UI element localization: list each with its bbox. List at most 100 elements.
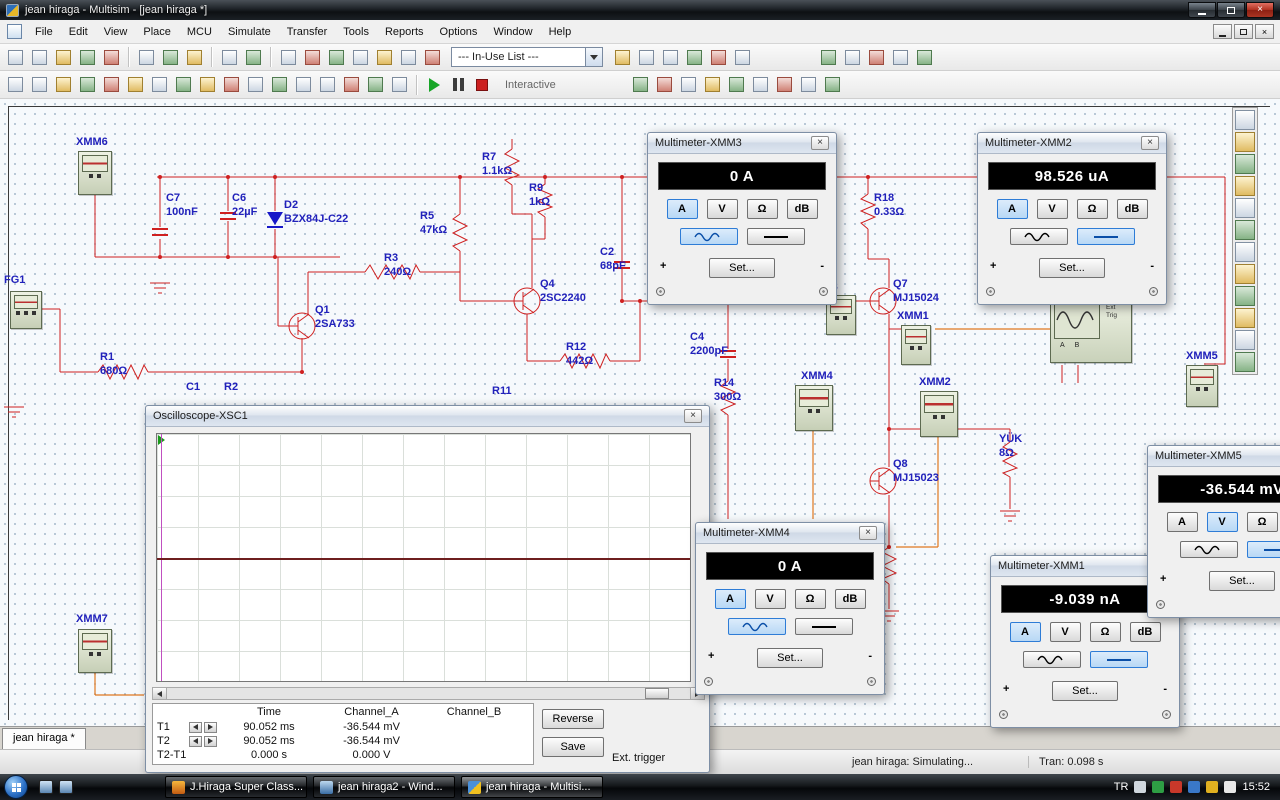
ampere-button[interactable]: A xyxy=(1167,512,1198,532)
palette-icon[interactable] xyxy=(1235,242,1255,262)
place-hierarchical-icon[interactable] xyxy=(364,74,386,96)
palette-icon[interactable] xyxy=(1235,110,1255,130)
plus-jack-icon[interactable] xyxy=(704,677,713,686)
component-R7[interactable]: R7 1.1kΩ xyxy=(482,150,512,179)
ohm-button[interactable]: Ω xyxy=(795,589,826,609)
menu-reports[interactable]: Reports xyxy=(377,22,432,42)
component-XMM7[interactable]: XMM7 xyxy=(76,612,108,626)
ac-mode-button[interactable] xyxy=(680,228,738,245)
zoom-in-icon[interactable] xyxy=(817,46,839,68)
multimeter-titlebar[interactable]: Multimeter-XMM5× xyxy=(1148,446,1280,467)
xmm1-instrument-icon[interactable] xyxy=(901,325,931,365)
place-indicator-icon[interactable] xyxy=(220,74,242,96)
palette-icon[interactable] xyxy=(1235,330,1255,350)
component-R11[interactable]: R11 xyxy=(492,384,512,398)
dc-mode-button[interactable] xyxy=(1090,651,1148,668)
volt-button[interactable]: V xyxy=(755,589,786,609)
component-XMM1[interactable]: XMM1 xyxy=(897,309,929,323)
component-YUK[interactable]: YÜK 8Ω xyxy=(999,432,1022,461)
xmm6-instrument-icon[interactable] xyxy=(78,151,112,195)
open-icon[interactable] xyxy=(28,46,50,68)
t1-left-arrow[interactable] xyxy=(189,722,202,733)
decibel-button[interactable]: dB xyxy=(787,199,818,219)
in-use-list-dropdown[interactable]: --- In-Use List --- xyxy=(451,47,603,67)
set-button[interactable]: Set... xyxy=(757,648,823,668)
place-misc-digital-icon[interactable] xyxy=(172,74,194,96)
mdi-restore-icon[interactable] xyxy=(1234,24,1253,39)
zoom-magnify-icon[interactable] xyxy=(913,46,935,68)
logic-analyzer-tool-icon[interactable] xyxy=(798,74,820,96)
create-component-icon[interactable] xyxy=(373,46,395,68)
component-R2[interactable]: R2 xyxy=(224,380,238,394)
menu-tools[interactable]: Tools xyxy=(335,22,377,42)
multimeter-titlebar[interactable]: Multimeter-XMM2× xyxy=(978,133,1166,154)
component-C4[interactable]: C4 2200pF xyxy=(690,330,728,359)
close-button[interactable]: × xyxy=(1246,2,1274,18)
ultiboard-icon[interactable] xyxy=(707,46,729,68)
spreadsheet-icon[interactable] xyxy=(325,46,347,68)
taskbar-item-jeanhiraga2[interactable]: jean hiraga2 - Wind... xyxy=(313,776,455,798)
clock[interactable]: 15:52 xyxy=(1242,781,1270,793)
palette-icon[interactable] xyxy=(1235,220,1255,240)
volt-button[interactable]: V xyxy=(1050,622,1081,642)
component-Q7[interactable]: Q7 MJ15024 xyxy=(893,277,939,306)
xsc1-oscilloscope-icon[interactable]: Ext Trig A B xyxy=(1050,297,1132,363)
zoom-fit-icon[interactable] xyxy=(889,46,911,68)
component-C2[interactable]: C2 68pF xyxy=(600,245,626,274)
place-basic-icon[interactable] xyxy=(28,74,50,96)
pause-simulation-button[interactable] xyxy=(447,74,469,96)
maximize-button[interactable] xyxy=(1217,2,1245,18)
component-R9[interactable]: R9 1kΩ xyxy=(529,181,550,210)
reverse-button[interactable]: Reverse xyxy=(542,709,604,729)
place-power-icon[interactable] xyxy=(244,74,266,96)
component-XMM4[interactable]: XMM4 xyxy=(801,369,833,383)
tray-icon[interactable] xyxy=(1134,781,1146,793)
ac-mode-button[interactable] xyxy=(1010,228,1068,245)
minus-jack-icon[interactable] xyxy=(1149,287,1158,296)
ampere-button[interactable]: A xyxy=(1010,622,1041,642)
new-icon[interactable] xyxy=(4,46,26,68)
graph-scrollbar[interactable] xyxy=(152,687,705,700)
ohm-button[interactable]: Ω xyxy=(747,199,778,219)
place-rf-icon[interactable] xyxy=(292,74,314,96)
component-C1[interactable]: C1 xyxy=(186,380,200,394)
minus-jack-icon[interactable] xyxy=(819,287,828,296)
palette-icon[interactable] xyxy=(1235,176,1255,196)
taskbar-item-jhiraga[interactable]: J.Hiraga Super Class... xyxy=(165,776,307,798)
oscilloscope-tool-icon[interactable] xyxy=(702,74,724,96)
volt-button[interactable]: V xyxy=(707,199,738,219)
dc-mode-button[interactable] xyxy=(747,228,805,245)
volt-button[interactable]: V xyxy=(1037,199,1068,219)
place-ttl-icon[interactable] xyxy=(124,74,146,96)
close-icon[interactable]: × xyxy=(684,409,702,423)
undo-icon[interactable] xyxy=(218,46,240,68)
volume-icon[interactable] xyxy=(1224,781,1236,793)
place-bus-icon[interactable] xyxy=(388,74,410,96)
tray-icon[interactable] xyxy=(1152,781,1164,793)
component-Q4[interactable]: Q4 2SC2240 xyxy=(540,277,586,306)
palette-icon[interactable] xyxy=(1235,352,1255,372)
scroll-left-icon[interactable] xyxy=(153,688,167,699)
menu-options[interactable]: Options xyxy=(432,22,486,42)
place-transistor-icon[interactable] xyxy=(76,74,98,96)
ac-mode-button[interactable] xyxy=(1023,651,1081,668)
dropdown-arrow-icon[interactable] xyxy=(585,48,602,66)
wattmeter-tool-icon[interactable] xyxy=(678,74,700,96)
component-Q1[interactable]: Q1 2SA733 xyxy=(315,303,355,332)
bode-plotter-tool-icon[interactable] xyxy=(726,74,748,96)
component-R12[interactable]: R12 442Ω xyxy=(566,340,593,369)
palette-icon[interactable] xyxy=(1235,154,1255,174)
component-C7[interactable]: C7 100nF xyxy=(166,191,198,220)
palette-icon[interactable] xyxy=(1235,308,1255,328)
print-preview-icon[interactable] xyxy=(100,46,122,68)
decibel-button[interactable]: dB xyxy=(1117,199,1148,219)
document-icon[interactable] xyxy=(7,24,22,39)
set-button[interactable]: Set... xyxy=(1052,681,1118,701)
save-button[interactable]: Save xyxy=(542,737,604,757)
stop-simulation-button[interactable] xyxy=(471,74,493,96)
xmm5-instrument-icon[interactable] xyxy=(1186,365,1218,407)
frequency-counter-tool-icon[interactable] xyxy=(750,74,772,96)
component-FG1[interactable]: FG1 xyxy=(4,273,25,287)
dc-mode-button[interactable] xyxy=(1247,541,1280,558)
function-generator-tool-icon[interactable] xyxy=(654,74,676,96)
